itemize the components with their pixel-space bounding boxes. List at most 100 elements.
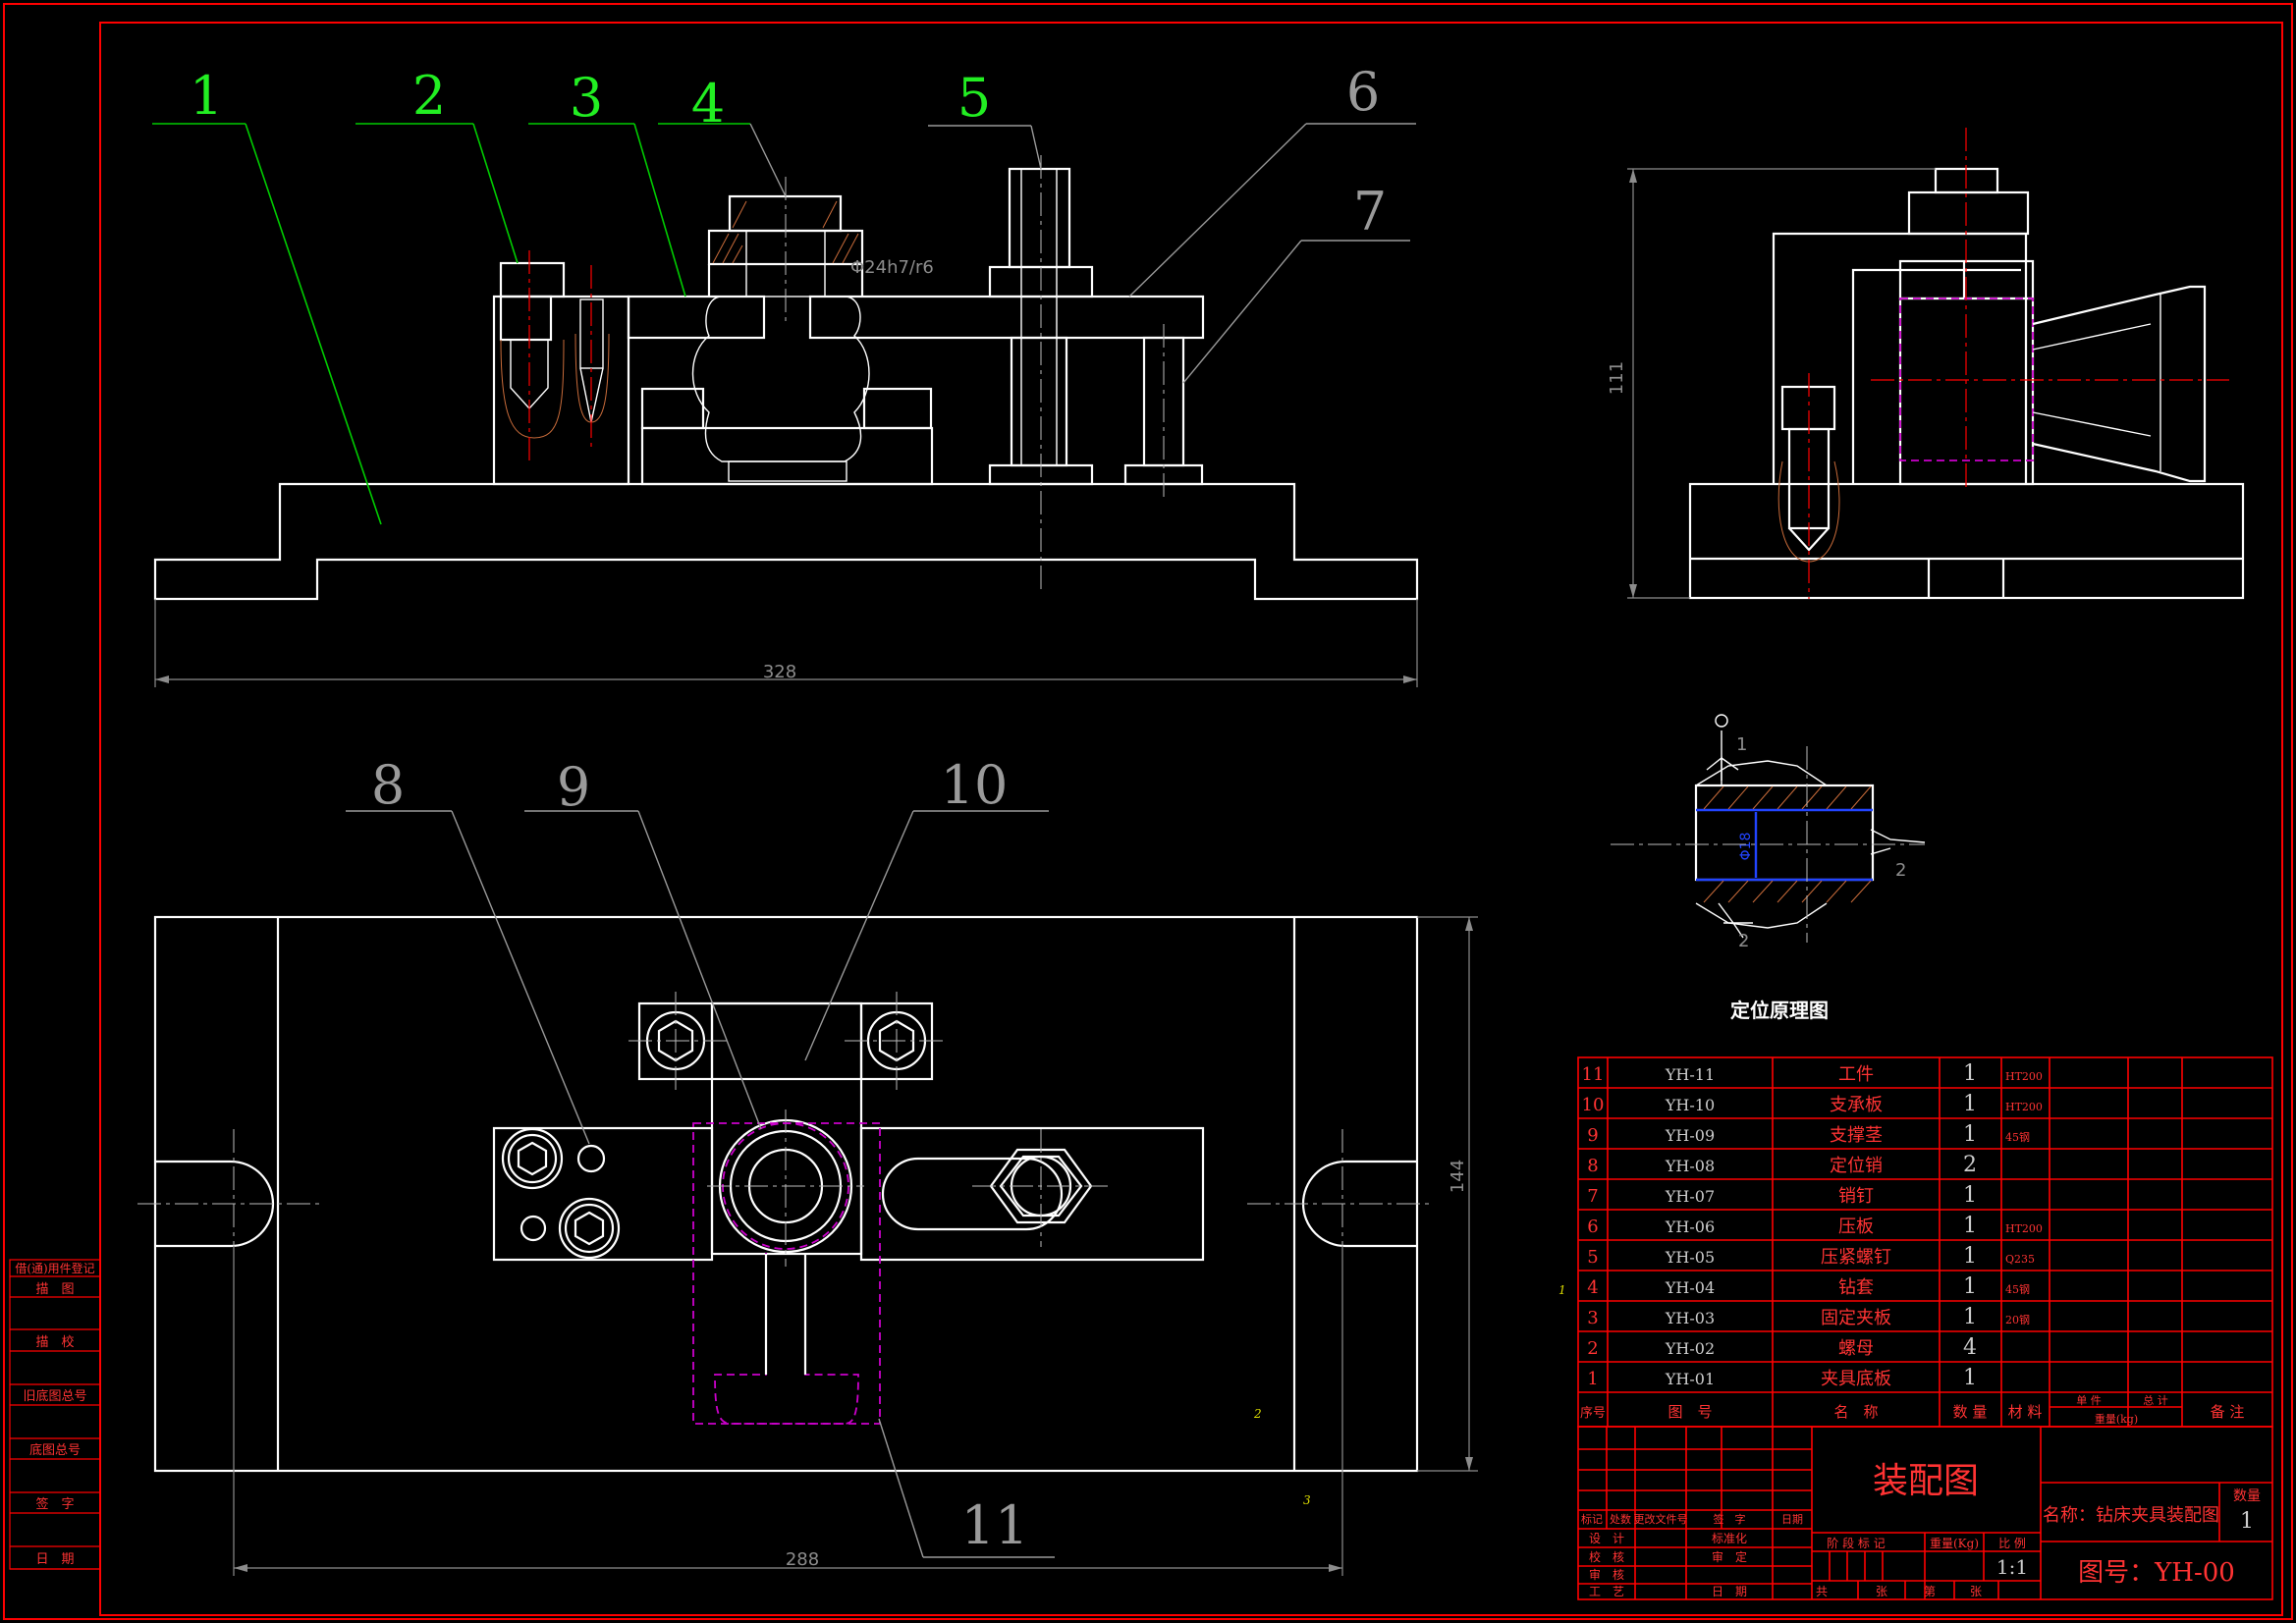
qty-value: 1 [2240,1509,2254,1534]
leaders-front: 1 2 3 4 5 6 7 [152,61,1416,525]
scale-label: 比 例 [1998,1537,2026,1550]
role-right-1: 审 定 [1712,1549,1747,1564]
bom-row-9-name: 支撑茎 [1830,1125,1883,1146]
drawing-number: 图号：YH-00 [2078,1558,2235,1588]
role-2: 审 核 [1589,1567,1624,1582]
balloon-3: 3 [570,67,603,129]
rev-header-1: 处数 [1610,1513,1631,1526]
role-right-0: 标准化 [1712,1532,1747,1545]
bom-row-5-qty: 1 [1963,1244,1977,1269]
dim-top-width: 288 [786,1549,819,1570]
bom-row-2-qty: 4 [1963,1335,1977,1360]
bom-row-5-name: 压紧螺钉 [1821,1247,1891,1268]
balloon-2: 2 [412,65,446,127]
sidebar-label-2: 描 校 [35,1334,74,1350]
role-0: 设 计 [1589,1532,1624,1545]
bom-row-4-name: 钻套 [1838,1277,1874,1298]
rev-header-2: 更改文件号 [1634,1512,1688,1526]
balloon-11: 11 [961,1494,1029,1556]
bom-row-10-qty: 1 [1963,1092,1977,1116]
bom-header-material: 材 料 [2008,1403,2043,1421]
rev-header-4: 日期 [1781,1513,1803,1526]
stray-mark-1: 1 [1558,1283,1566,1297]
dim-fit: Φ24h7/r6 [850,257,934,278]
bom-row-4-code: YH-04 [1665,1278,1715,1297]
positioning-title: 定位原理图 [1730,999,1829,1022]
bom-row-8-no: 8 [1587,1156,1598,1176]
bom-row-9-code: YH-09 [1665,1126,1715,1145]
bom-row-8-qty: 2 [1963,1153,1977,1177]
sidebar-label-0: 借(通)用件登记 [15,1261,94,1275]
bom-row-9-no: 9 [1587,1125,1598,1146]
left-sidebar: 借(通)用件登记 描 图 描 校 旧底图总号 底图总号 签 字 日 期 [9,1259,101,1570]
bom-header-unit: 单 件 [2076,1394,2102,1407]
bom-row-1-no: 1 [1587,1369,1598,1389]
leaders-top: 8 9 10 11 [346,754,1055,1558]
bom-row-6-material: HT200 [2005,1222,2043,1235]
bom-row-9-qty: 1 [1963,1122,1977,1147]
bom-row-7-no: 7 [1587,1186,1598,1207]
role-1: 校 核 [1589,1549,1624,1564]
bom-row-7-name: 销钉 [1838,1186,1874,1207]
title-block: 装配图 名称：钻床夹具装配图 数量 1 图号：YH-00 比 例 1:1 重量(… [1577,1426,2273,1600]
bom-row-5-no: 5 [1587,1247,1598,1268]
bom-row-1-name: 夹具底板 [1821,1369,1891,1389]
dim-top-height: 144 [1448,1160,1468,1193]
role-right-2: 日 期 [1712,1585,1747,1598]
bom-row-11-material: HT200 [2005,1070,2043,1083]
side-view: 111 [1607,128,2245,600]
bom-row-8-code: YH-08 [1665,1157,1715,1175]
bom-row-2-code: YH-02 [1665,1339,1715,1358]
dim-side-height: 111 [1607,361,1627,395]
balloon-9: 9 [557,756,590,818]
bom-row-11-no: 11 [1582,1064,1605,1085]
bom-row-4-no: 4 [1587,1277,1598,1298]
balloon-7: 7 [1353,181,1387,243]
weight-label: 重量(Kg) [1930,1537,1979,1550]
bom-row-5-material: Q235 [2005,1253,2035,1266]
bom-header-name: 名 称 [1833,1403,1878,1421]
bom-row-9-material: 45钢 [2005,1131,2030,1144]
bom-row-10-material: HT200 [2005,1101,2043,1113]
front-view: 328 Φ24h7/r6 [153,155,1419,687]
name-label: 名称：钻床夹具装配图 [2043,1505,2219,1526]
sidebar-label-3: 旧底图总号 [23,1388,86,1404]
drawing-title: 装配图 [1873,1461,1979,1501]
balloon-1: 1 [190,65,223,127]
bom-header-weight: 重量(kg) [2095,1412,2138,1426]
bom-row-6-no: 6 [1587,1217,1598,1237]
outer-border [3,3,2293,1620]
stage-label: 阶 段 标 记 [1827,1536,1885,1550]
bom-header-code: 图 号 [1667,1403,1712,1421]
bom-row-3-name: 固定夹板 [1821,1308,1891,1328]
sheet-2: 第 [1924,1585,1936,1598]
bom-row-2-no: 2 [1587,1338,1598,1359]
bom-header-no: 序号 [1580,1406,1606,1421]
sidebar-label-6: 日 期 [35,1552,74,1567]
role-3: 工 艺 [1589,1585,1624,1598]
positioning-diagram: Φ18 1 2 2 定位原理图 [1611,714,1926,1022]
stray-mark-3: 3 [1303,1493,1311,1507]
bom-header-remark: 备 注 [2211,1403,2245,1421]
bom-row-7-qty: 1 [1963,1183,1977,1208]
bom-row-3-code: YH-03 [1665,1309,1715,1327]
rev-header-0: 标记 [1581,1512,1603,1526]
dim-locating-dia: Φ18 [1738,833,1754,861]
balloon-8: 8 [371,754,405,816]
balloon-6: 6 [1346,61,1380,123]
dim-front-width: 328 [763,662,796,682]
bom-row-1-qty: 1 [1963,1366,1977,1390]
stray-mark-2: 2 [1253,1407,1262,1421]
sheet-0: 共 [1816,1585,1828,1598]
bom-header-qty: 数 量 [1953,1403,1988,1421]
sheet-3: 张 [1970,1585,1982,1598]
bom-row-11-qty: 1 [1963,1061,1977,1086]
bom-row-11-name: 工件 [1838,1064,1874,1085]
bom-row-3-material: 20钢 [2005,1314,2030,1326]
bom-row-7-code: YH-07 [1665,1187,1715,1206]
sheet-1: 张 [1876,1585,1887,1598]
pos-label-2b: 2 [1738,931,1749,951]
bom-row-6-name: 压板 [1838,1217,1874,1237]
